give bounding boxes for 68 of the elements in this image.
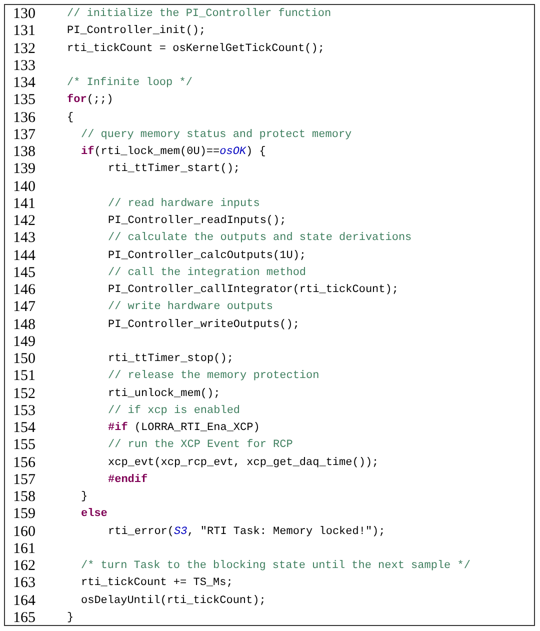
code-line: rti_tickCount = osKernelGetTickCount(); [67,42,324,56]
line-number: 135 [13,92,36,110]
line-number: 143 [13,230,36,248]
line-number: 141 [13,196,36,213]
line-number: 158 [13,489,36,506]
code-line: rti_ttTimer_start(); [108,162,240,178]
code-comment: // call the integration method [108,266,306,281]
code-comment: // write hardware outputs [108,300,274,316]
line-number: 153 [13,402,36,420]
line-number: 156 [13,454,36,472]
code-line: PI_Controller_writeOutputs(); [108,318,300,332]
line-number: 137 [13,126,36,144]
line-number: 131 [13,23,36,40]
code-line: xcp_evt(xcp_rcp_evt, xcp_get_daq_time()); [108,456,379,470]
line-number: 150 [13,351,36,368]
line-number: 142 [13,213,36,230]
code-line: for(;;) [67,92,114,108]
line-number: 161 [13,540,36,558]
code-comment: // initialize the PI_Controller function [67,7,332,22]
line-number: 164 [13,592,36,610]
code-line: #endif [108,472,148,488]
line-number: 154 [13,420,36,437]
line-number: 152 [13,386,36,402]
line-number: 147 [13,299,36,316]
code-comment: // run the XCP Event for RCP [108,438,293,454]
code-line: PI_Controller_calcOutputs(1U); [108,248,306,264]
code-line: rti_tickCount += TS_Ms; [81,576,233,592]
line-number: 134 [13,75,36,92]
code-line: rti_error(S3, "RTI Task: Memory locked!"); [108,524,386,540]
line-number: 144 [13,248,36,264]
code-line: PI_Controller_init(); [67,24,206,40]
code-line: rti_unlock_mem(); [108,386,220,402]
line-number: 133 [13,58,36,75]
code-line: else [81,507,108,522]
code-comment: // if xcp is enabled [108,404,240,419]
code-comment: // query memory status and protect memory [81,128,352,143]
line-number: 162 [13,558,36,575]
line-number: 159 [13,506,36,524]
code-line: { [67,110,74,126]
code-line: PI_Controller_callIntegrator(rti_tickCount); [108,283,398,298]
code-line: if(rti_lock_mem(0U)==osOK) { [81,144,266,160]
code-comment: // release the memory protection [108,369,320,384]
code-comment: /* turn Task to the blocking state until the next sample */ [81,559,470,574]
line-number: 160 [13,524,36,540]
code-line: osDelayUntil(rti_tickCount); [81,594,266,608]
line-number: 136 [13,110,36,126]
code-line: } [81,490,88,505]
line-number: 140 [13,178,36,196]
line-number: 157 [13,472,36,489]
line-number: 145 [13,264,36,282]
code-line: #if (LORRA_RTI_Ena_XCP) [108,420,260,436]
code-comment: // calculate the outputs and state derivations [108,231,412,246]
line-number: 146 [13,282,36,299]
line-number: 151 [13,368,36,386]
line-number: 155 [13,437,36,454]
code-comment: /* Infinite loop */ [67,76,192,91]
line-number: 165 [13,610,36,627]
line-number: 139 [13,161,36,178]
code-line: PI_Controller_readInputs(); [108,214,286,229]
line-number: 149 [13,334,36,351]
line-number: 132 [13,40,36,58]
code-line: rti_ttTimer_stop(); [108,352,234,367]
code-comment: // read hardware inputs [108,196,260,212]
code-line: } [67,610,74,626]
line-number: 163 [13,575,36,592]
line-number: 148 [13,316,36,334]
line-number: 130 [13,6,36,23]
line-number: 138 [13,144,36,161]
